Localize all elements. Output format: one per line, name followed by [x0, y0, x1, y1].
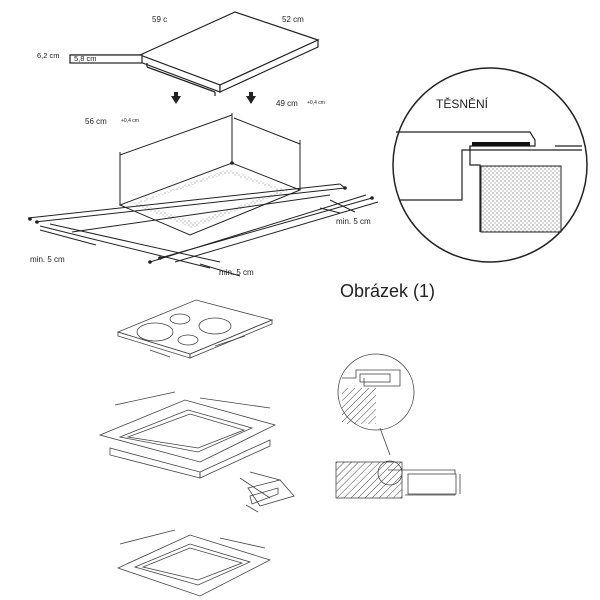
hob-depth-label: 59 c [152, 15, 167, 24]
cutout-length-tolerance: +0,4 cm [121, 118, 139, 124]
clearance-front-label: min. 5 cm [219, 268, 254, 277]
hob-thickness-total-label: 6,2 cm [37, 51, 60, 60]
seal-detail [392, 67, 588, 263]
insert-arrows [171, 92, 256, 104]
frame-drawing [98, 391, 295, 513]
seal-title: TĚSNĚNÍ [436, 96, 489, 111]
edge-markers [28, 161, 374, 264]
hob-drawing [69, 11, 320, 96]
worktop-cutout-drawing [27, 113, 379, 277]
hob-thickness-body-label: 5,8 cm [74, 54, 97, 63]
clearance-back-label: min. 5 cm [336, 217, 371, 226]
cutout-length-label: 56 cm [85, 117, 107, 126]
cutout-width-tolerance: +0,4 cm [307, 100, 325, 106]
cutout-width-label: 49 cm [276, 99, 298, 108]
figure-caption: Obrázek (1) [340, 281, 435, 301]
hob-top-view [116, 299, 274, 359]
bottom-cutout-view [116, 529, 272, 597]
section-detail [335, 353, 461, 499]
arrow-down-icon [171, 96, 181, 104]
arrow-down-icon [246, 96, 256, 104]
hob-width-label: 52 cm [282, 15, 304, 24]
clearance-left-label: min. 5 cm [30, 255, 65, 264]
